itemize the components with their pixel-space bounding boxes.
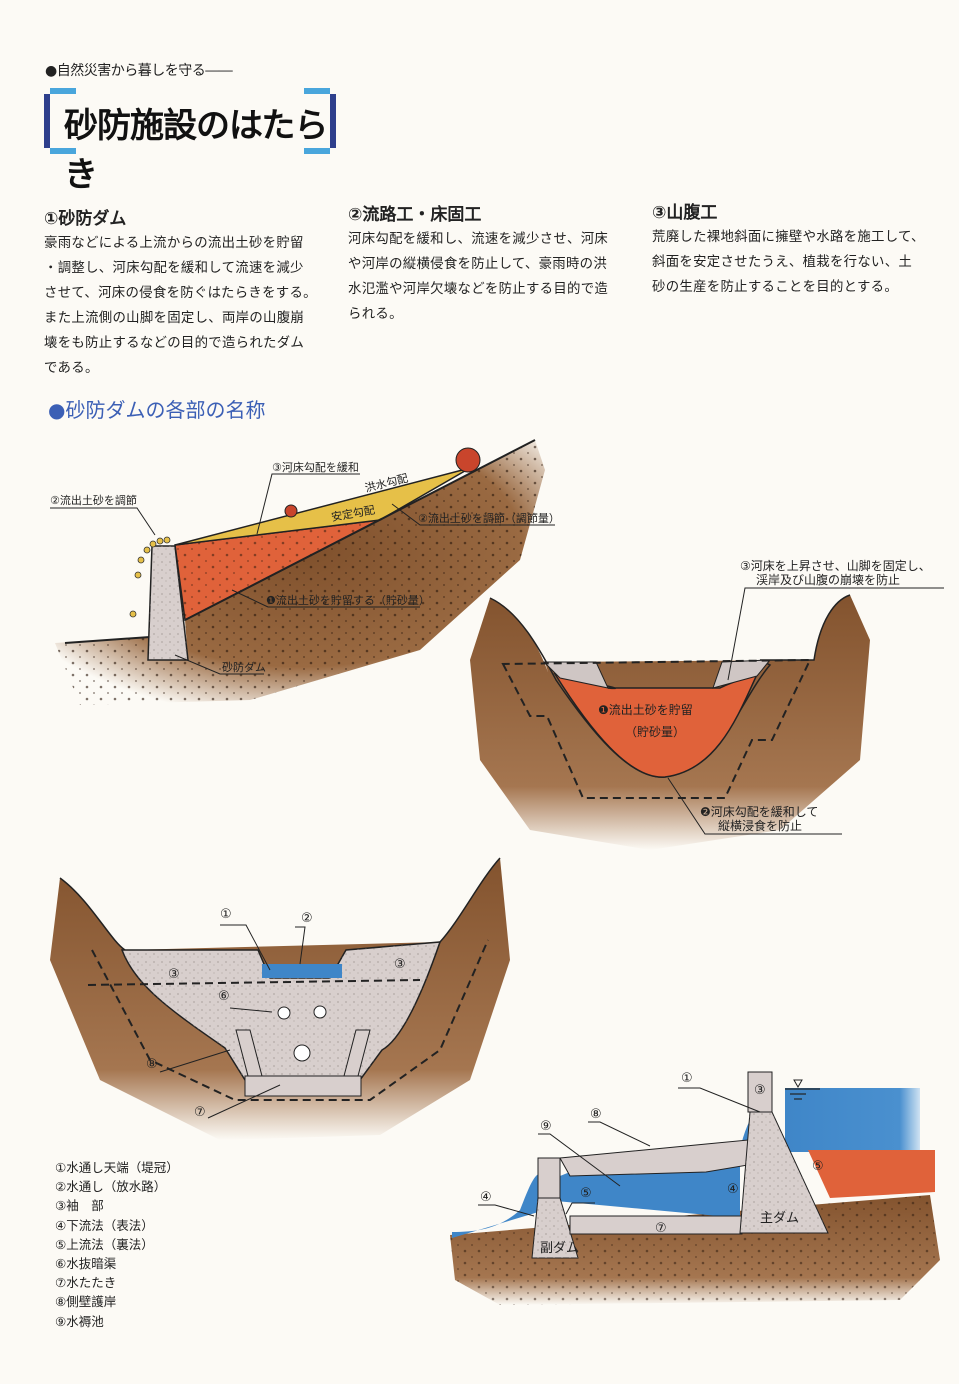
diagram-valley-section: ③河床を上昇させ、山脚を固定し、 渓岸及び山腹の崩壊を防止 ❶流出土砂を貯留 （… (470, 558, 944, 850)
apron (244, 1075, 362, 1097)
page-title: 砂防施設のはたらき (64, 106, 328, 195)
label-raise-bed: ③河床を上昇させ、山脚を固定し、 (740, 558, 931, 573)
bracket-accent (50, 88, 76, 94)
marker-1: ① (220, 907, 232, 922)
marker-5: ⑤ (812, 1159, 824, 1174)
label-gradient: ❷河床勾配を緩和して (700, 805, 818, 819)
marker-4: ④ (727, 1182, 739, 1197)
label-sub-dam: 副ダム (540, 1241, 579, 1256)
cushion-pool-water (452, 1090, 770, 1238)
boulder (284, 504, 298, 518)
section-title: ●砂防ダムの各部の名称 (48, 398, 266, 422)
column-hillside-works: ③山腹工 荒廃した裸地斜面に擁壁や水路を施工して、斜面を安定させたうえ、植栽を行… (652, 198, 942, 300)
drain-hole (293, 1044, 311, 1062)
column-heading: ②流路工・床固工 (348, 205, 482, 225)
spillway-water (262, 964, 342, 978)
overflow-gravel (129, 536, 171, 618)
column-channel-works: ②流路工・床固工 河床勾配を緩和し、流速を減少させ、河床や河岸の縦横侵食を防止し… (348, 200, 633, 327)
label-raise-bed-2: 渓岸及び山腹の崩壊を防止 (756, 572, 900, 587)
label-store-2: （貯砂量） (625, 725, 685, 739)
marker-9: ⑨ (540, 1119, 552, 1134)
diagram-dam-front: ① ② ③ ③ ⑥ ⑧ ⑦ (50, 857, 510, 1140)
water-level-icon (793, 1079, 803, 1089)
legend-item: ⑨水褥池 (55, 1313, 104, 1329)
column-body: 河床勾配を緩和し、流速を減少させ、河床や河岸の縦横侵食を防止して、豪雨時の洪水氾… (348, 232, 609, 322)
label-store: ❶流出土砂を貯留 (598, 703, 693, 717)
legend-item: ⑦水たたき (55, 1275, 117, 1291)
marker-7: ⑦ (655, 1221, 667, 1236)
column-heading: ①砂防ダム (44, 209, 127, 229)
bracket-accent (304, 88, 330, 94)
label-gradient-2: 縦横浸食を防止 (718, 818, 802, 833)
column-body: 荒廃した裸地斜面に擁壁や水路を施工して、斜面を安定させたうえ、植栽を行ない、土砂… (652, 230, 925, 295)
label-dam: 砂防ダム (222, 660, 266, 674)
legend-item: ①水通し天端（堤冠） (55, 1160, 179, 1175)
stored-sediment (553, 667, 761, 778)
legend-item: ⑧側壁護岸 (55, 1294, 117, 1310)
legend-item: ⑥水抜暗渠 (55, 1256, 117, 1272)
marker-2: ② (301, 911, 313, 926)
kicker-text: ●自然災害から暮しを守る―― (45, 63, 233, 79)
dam-wing-left (542, 661, 609, 689)
regulated-sediment (174, 467, 471, 546)
column-sabo-dam: ①砂防ダム 豪雨などによる上流からの流出土砂を貯留・調整し、河床勾配を緩和して流… (44, 204, 329, 381)
marker-3: ③ (394, 957, 406, 972)
drain-hole (277, 1006, 291, 1020)
boulder (455, 447, 481, 473)
bracket-accent (304, 148, 330, 154)
marker-3: ③ (754, 1083, 766, 1098)
label-regulate-left: ②流出土砂を調節 (50, 493, 137, 507)
marker-3: ③ (168, 967, 180, 982)
title-box: 砂防施設のはたらき (44, 88, 336, 195)
legend-item: ⑤上流法（裏法） (55, 1236, 154, 1252)
reservoir-water (785, 1088, 920, 1152)
diagram-dam-side: ③河床勾配を緩和 洪水勾配 安定勾配 ②流出土砂を調節 ②流出土砂を調節（調節量… (50, 439, 560, 705)
marker-8: ⑧ (590, 1107, 602, 1122)
bracket-right (330, 94, 336, 148)
label-main-dam: 主ダム (760, 1211, 799, 1226)
label-store: ❶流出土砂を貯留する（貯砂量） (266, 593, 430, 607)
column-heading: ③山腹工 (652, 203, 718, 223)
marker-1: ① (681, 1071, 693, 1086)
side-wall (559, 1139, 749, 1177)
bracket-left (44, 94, 50, 148)
marker-5: ⑤ (580, 1186, 592, 1201)
label-gradient: ③河床勾配を緩和 (272, 460, 359, 474)
marker-4: ④ (480, 1190, 492, 1205)
marker-8: ⑧ (146, 1057, 158, 1072)
bracket-accent (50, 148, 76, 154)
marker-6: ⑥ (218, 989, 230, 1004)
legend-item: ④下流法（表法） (55, 1217, 154, 1233)
legend-item: ②水通し（放水路） (55, 1179, 167, 1195)
legend-item: ③袖 部 (55, 1198, 104, 1214)
drain-hole (313, 1005, 327, 1019)
upstream-sediment (808, 1150, 935, 1198)
column-body: 豪雨などによる上流からの流出土砂を貯留・調整し、河床勾配を緩和して流速を減少させ… (44, 236, 317, 376)
legend-list: ①水通し天端（堤冠） ②水通し（放水路） ③袖 部 ④下流法（表法） ⑤上流法（… (55, 1158, 179, 1331)
diagram-dam-profile: ① ③ ⑧ ⑨ ④ ④ ⑤ ⑤ ⑦ 主ダム 副ダム (450, 1071, 940, 1305)
label-regulate: ②流出土砂を調節（調節量） (418, 511, 560, 525)
marker-7: ⑦ (194, 1105, 206, 1120)
